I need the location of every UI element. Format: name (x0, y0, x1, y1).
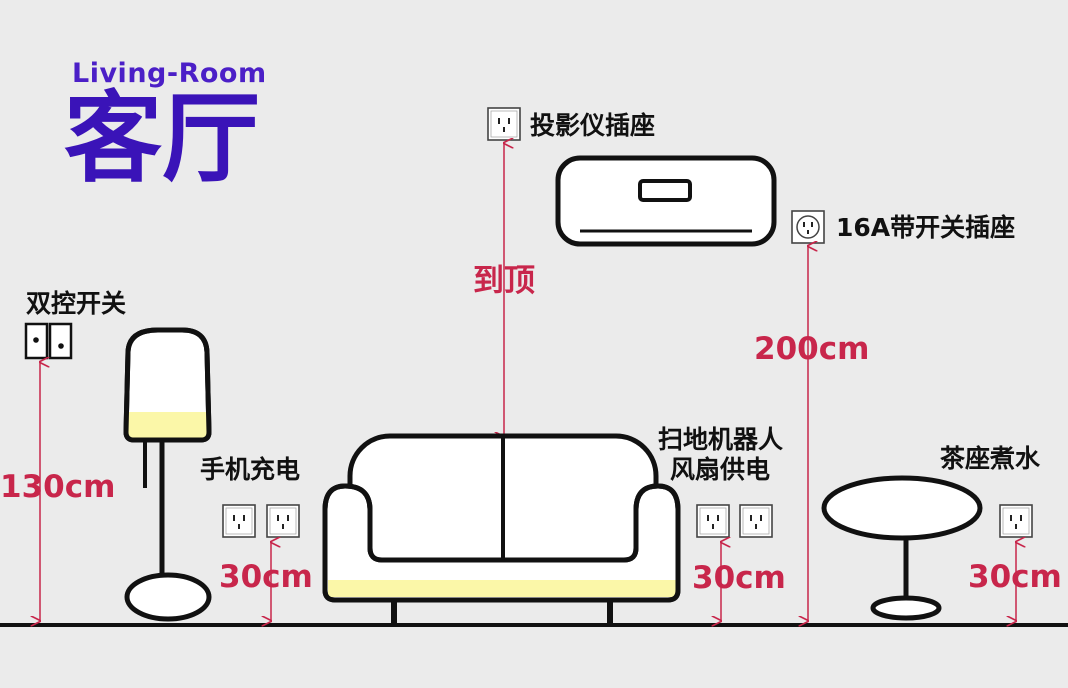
projector-outlet-icon (487, 107, 521, 141)
robot-height-value: 30cm (692, 560, 786, 596)
ac-socket-label: 16A带开关插座 (836, 213, 1016, 242)
phone-outlet-icon-1 (222, 504, 256, 538)
projector-socket-label: 投影仪插座 (530, 111, 656, 140)
switch-height-value: 130cm (0, 469, 116, 505)
title-chinese: 客厅 (64, 82, 261, 196)
tea-outlet-icon (999, 504, 1033, 538)
robot-outlet-icon-1 (696, 504, 730, 538)
dual-switch-label: 双控开关 (26, 289, 127, 318)
sofa-icon (322, 433, 681, 623)
robot-label-line2: 风扇供电 (670, 455, 771, 484)
robot-outlet-icon-2 (739, 504, 773, 538)
tea-height-value: 30cm (968, 559, 1062, 595)
phone-outlet-icon-2 (266, 504, 300, 538)
ac-outlet-icon (791, 210, 825, 244)
air-conditioner-icon (555, 155, 777, 247)
phone-height-value: 30cm (219, 559, 313, 595)
dual-switch-icon (24, 322, 73, 360)
title-english: Living-Room (72, 58, 267, 89)
projector-height-value: 到顶 (473, 263, 535, 299)
robot-label-line1: 扫地机器人 (658, 425, 784, 454)
floor-lamp-icon (123, 327, 212, 622)
ac-height-value: 200cm (754, 331, 870, 367)
tea-table-icon (821, 475, 983, 621)
tea-table-label: 茶座煮水 (940, 444, 1041, 473)
phone-charging-label: 手机充电 (200, 455, 301, 484)
